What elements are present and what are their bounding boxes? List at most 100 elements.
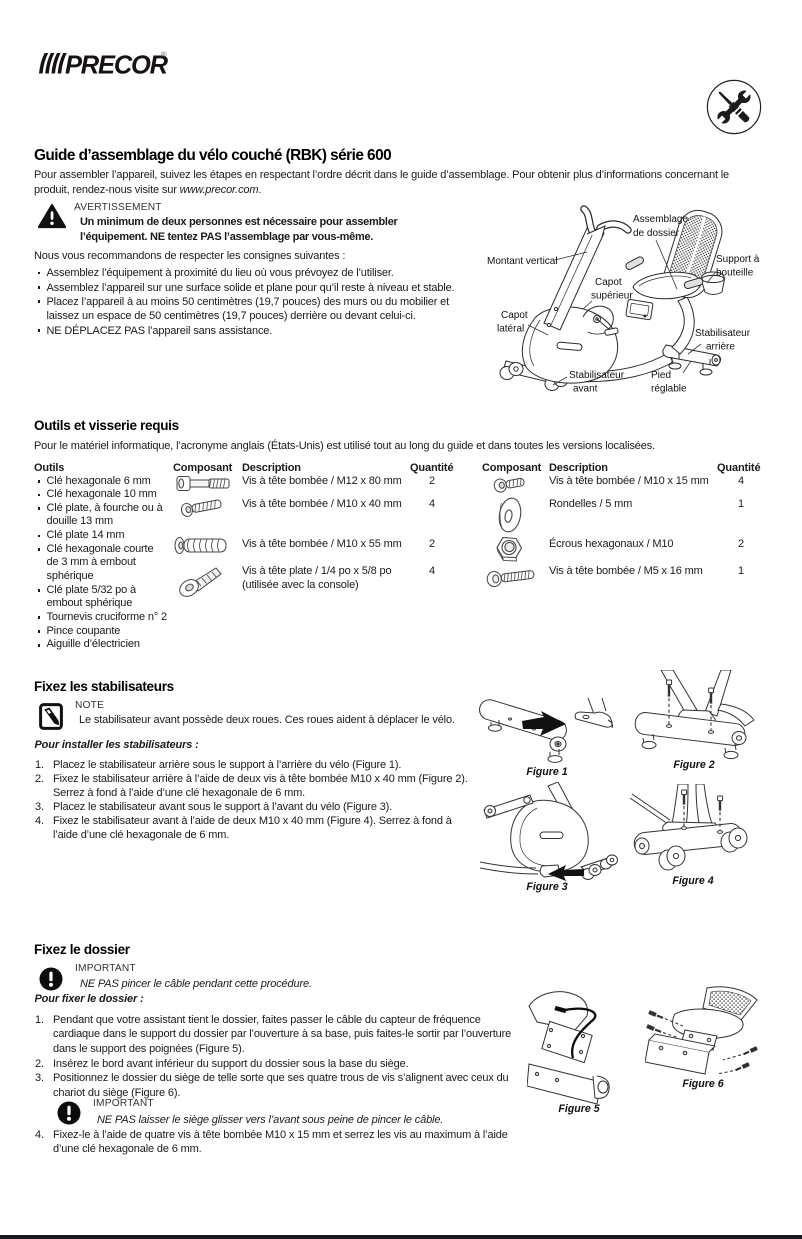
- flat-head-screw-icon: [178, 563, 228, 599]
- bullet-icon: [37, 329, 41, 332]
- screw-icon: [716, 1062, 750, 1075]
- wrench-icon: [716, 89, 752, 125]
- svg-text:supérieur: supérieur: [591, 291, 633, 302]
- list-item: Clé plate, à fourche ou à: [34, 502, 167, 516]
- bullet-icon: [37, 479, 41, 483]
- component-qty: 2: [429, 475, 435, 487]
- screw-icon: [722, 1046, 758, 1061]
- important-text: NE PAS laisser le siège glisser vers l’a…: [97, 1113, 444, 1126]
- round-head-screw-icon: [486, 562, 536, 591]
- column-header-description: Description: [242, 461, 301, 474]
- step-item-continuation: d’une clé hexagonale de 6 mm.: [53, 1143, 202, 1156]
- bullet-icon: [37, 589, 41, 592]
- bullet-icon: [37, 548, 41, 551]
- step-item-continuation: l’aide d’une clé hexagonale de 6 mm.: [53, 828, 230, 841]
- precor-logo: PRECOR ®: [36, 44, 176, 78]
- bullet-icon: [37, 493, 41, 497]
- bullet-icon: [37, 507, 41, 510]
- column-header-outils: Outils: [34, 461, 65, 474]
- tools-circle-icon: [706, 79, 762, 135]
- screwdriver-icon: [718, 91, 750, 123]
- component-desc: Vis à tête bombée / M10 x 15 mm: [549, 475, 709, 487]
- hex-nut-icon: [495, 535, 524, 564]
- label-stabilisateur-arriere: Stabilisateur: [695, 328, 751, 339]
- step-item: 4.Fixez-le à l’aide de quatre vis à tête…: [35, 1128, 508, 1141]
- backrest-lead: Pour fixer le dossier :: [34, 993, 144, 1006]
- stabilizers-lead: Pour installer les stabilisateurs :: [34, 738, 199, 751]
- list-item: Clé hexagonale 10 mm: [34, 488, 167, 502]
- warning-triangle-icon: [38, 204, 66, 229]
- list-item: Tournevis cruciforme n° 2: [34, 611, 167, 625]
- upper-cover-drawing: [582, 305, 619, 336]
- figure-5-drawing: [527, 986, 629, 1104]
- figure-3-caption: Figure 3: [526, 881, 568, 893]
- list-item-continuation: laissez un espace de 50 centimètres (19,…: [46, 310, 416, 323]
- column-header-composant: Composant: [482, 461, 542, 474]
- bullet-icon: [37, 300, 41, 304]
- component-desc: Rondelles / 5 mm: [549, 498, 633, 510]
- figure-4-drawing: [630, 784, 756, 876]
- caster-wheel-icon: [658, 845, 686, 871]
- component-qty: 1: [738, 498, 744, 510]
- step-item: 4.Fixez le stabilisateur avant à l’aide …: [35, 814, 452, 827]
- important-label: IMPORTANT: [93, 1098, 154, 1110]
- step-item: 1.Pendant que votre assistant tient le d…: [35, 1013, 481, 1026]
- step-item-continuation: Serrez à fond à l’aide d’une clé hexagon…: [53, 787, 306, 800]
- list-item: Clé hexagonale 6 mm: [34, 475, 167, 489]
- consignes-lead: Nous vous recommandons de respecter les …: [34, 249, 346, 262]
- svg-text:avant: avant: [573, 384, 598, 395]
- precor-url[interactable]: www.precor.com: [179, 183, 259, 196]
- important-icon: [57, 1101, 81, 1125]
- list-item: Assemblez l’équipement à proximité du li…: [34, 266, 454, 280]
- intro-line1: Pour assembler l’appareil, suivez les ét…: [34, 169, 730, 182]
- figure-2-caption: Figure 2: [673, 759, 715, 771]
- label-support-bouteille: Support à: [716, 254, 760, 265]
- component-desc: Vis à tête plate / 1/4 po x 5/8 po (util…: [242, 564, 392, 592]
- step-item-continuation: cardiaque dans le support du dossier par…: [53, 1028, 512, 1041]
- footer-bar: [0, 1234, 802, 1239]
- screw-icon: [665, 679, 673, 728]
- button-head-bolt-icon: [180, 496, 224, 517]
- component-qty: 4: [429, 564, 435, 577]
- figure-5-caption: Figure 5: [558, 1103, 600, 1115]
- intro-paragraph: Pour assembler l’appareil, suivez les ét…: [34, 168, 729, 197]
- short-screw-icon: [493, 474, 526, 493]
- column-header-composant: Composant: [173, 461, 233, 474]
- label-assemblage-dossier: Assemblage: [633, 214, 688, 225]
- list-item-continuation: de 3 mm à embout: [46, 556, 136, 569]
- logo-stripes: [39, 53, 67, 74]
- arrow-icon: [522, 711, 566, 736]
- section-heading-outils: Outils et visserie requis: [34, 418, 179, 433]
- label-pied-reglable: Pied: [651, 370, 671, 381]
- mast-drawing: [543, 225, 605, 331]
- caster-wheel-icon: [720, 827, 748, 853]
- backrest-steps: 1.Pendant que votre assistant tient le d…: [35, 1013, 511, 1101]
- step-item-continuation: dans le support des poignées (Figure 5).: [53, 1042, 245, 1055]
- intro-line2: produit, rendez-nous visite sur www.prec…: [34, 183, 262, 196]
- step-item: 2.Insérez le bord avant inférieur du sup…: [35, 1057, 409, 1070]
- screw-icon: [646, 1024, 680, 1039]
- bullet-icon: [37, 271, 41, 275]
- component-desc: Vis à tête bombée / M12 x 80 mm: [242, 475, 402, 487]
- svg-text:arrière: arrière: [706, 342, 735, 353]
- svg-text:de dossier: de dossier: [633, 228, 680, 239]
- component-qty: 2: [738, 538, 744, 550]
- svg-text:réglable: réglable: [651, 384, 687, 395]
- warning-text: Un minimum de deux personnes est nécessa…: [80, 216, 398, 243]
- section-heading-stabilisateurs: Fixez les stabilisateurs: [34, 678, 174, 694]
- figure-4-caption: Figure 4: [672, 874, 714, 887]
- step-item-continuation: chariot du siège (Figure 6).: [53, 1086, 181, 1099]
- backrest-step4: 4.Fixez-le à l’aide de quatre vis à tête…: [35, 1128, 508, 1157]
- arrow-icon: [548, 865, 584, 881]
- list-item: NE DÉPLACEZ PAS l’appareil sans assistan…: [34, 324, 454, 338]
- screw-icon: [648, 1010, 684, 1027]
- front-stabilizer-small: [580, 854, 618, 880]
- svg-text:latéral: latéral: [497, 324, 524, 335]
- component-desc: Vis à tête bombée / M10 x 40 mm: [242, 498, 402, 510]
- important-label: IMPORTANT: [75, 963, 136, 974]
- leader-lines: [527, 239, 716, 386]
- flange-head-bolt-icon: [174, 536, 227, 555]
- section-heading-dossier: Fixez le dossier: [34, 942, 130, 957]
- tools-list: Clé hexagonale 6 mm Clé hexagonale 10 mm…: [34, 475, 167, 653]
